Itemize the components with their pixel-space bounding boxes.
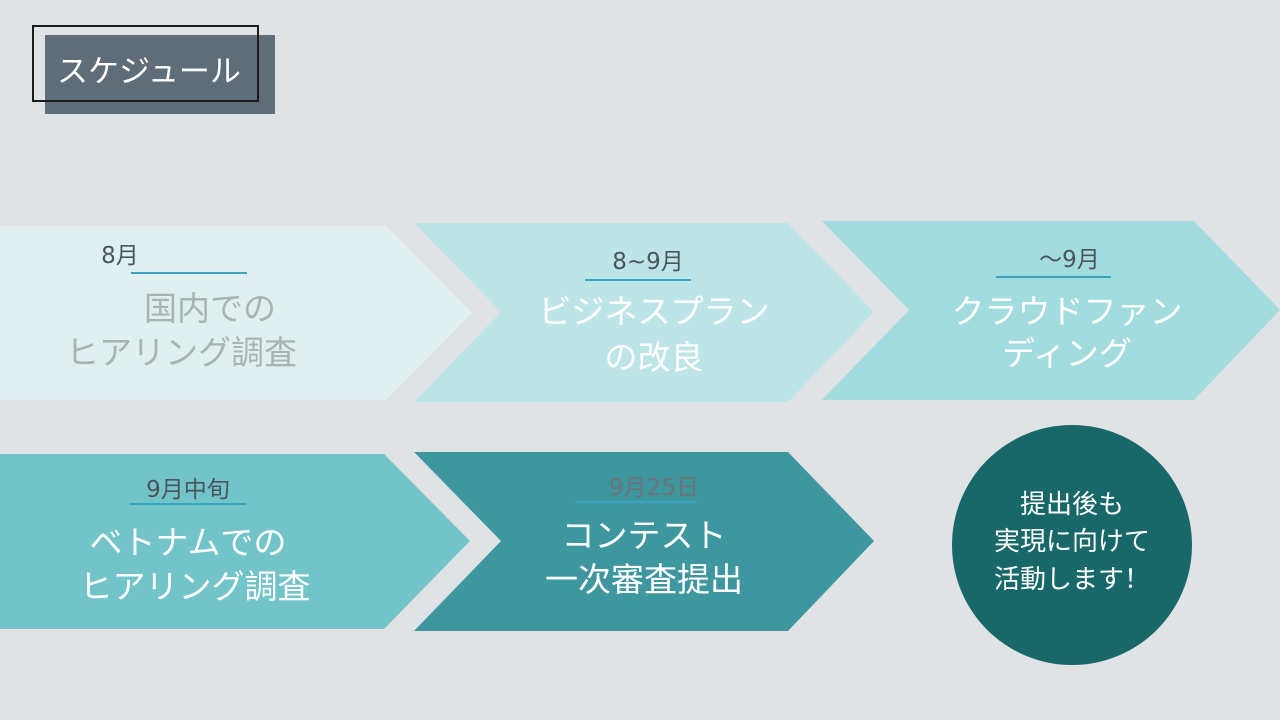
closing-line-1: 提出後も	[1019, 490, 1124, 520]
slide-title: スケジュール	[57, 54, 241, 90]
closing-line-3: 活動します！	[993, 565, 1150, 595]
date-underline	[130, 503, 246, 505]
title-frame	[32, 25, 259, 102]
step-task-line-1: クラウドファン	[951, 292, 1183, 331]
closing-message-circle: 提出後も 実現に向けて 活動します！	[952, 425, 1192, 665]
step-task-line-2: ヒアリング調査	[66, 333, 297, 372]
step-task-line-1: ベトナムでの	[89, 523, 287, 562]
schedule-step-domestic-hearing: 8月 国内での ヒアリング調査	[0, 226, 472, 400]
step-task-line-1: ビジネスプラン	[538, 292, 770, 331]
schedule-step-vietnam-hearing: 9月中旬 ベトナムでの ヒアリング調査	[0, 454, 470, 629]
date-underline	[996, 276, 1111, 278]
date-underline	[575, 501, 697, 503]
step-date: ～9月	[1039, 247, 1100, 273]
schedule-step-contest-submission: 9月25日 コンテスト 一次審査提出	[414, 452, 874, 631]
closing-line-2: 実現に向けて	[993, 527, 1150, 557]
step-task-line-2: ディング	[1002, 334, 1132, 373]
step-date: 9月中旬	[146, 477, 230, 503]
step-task-line-1: 国内での	[144, 289, 276, 328]
date-underline	[585, 279, 691, 281]
step-date: 9月25日	[609, 475, 699, 501]
schedule-step-crowdfunding: ～9月 クラウドファン ディング	[822, 221, 1280, 400]
step-task-line-1: コンテスト	[561, 516, 727, 555]
step-date: 8~9月	[612, 249, 684, 275]
schedule-step-business-plan: 8~9月 ビジネスプラン の改良	[414, 223, 874, 402]
step-task-line-2: 一次審査提出	[545, 560, 743, 599]
step-date: 8月	[101, 243, 139, 269]
date-underline	[131, 272, 247, 274]
step-task-line-2: ヒアリング調査	[79, 567, 311, 606]
step-task-line-2: の改良	[604, 338, 704, 377]
